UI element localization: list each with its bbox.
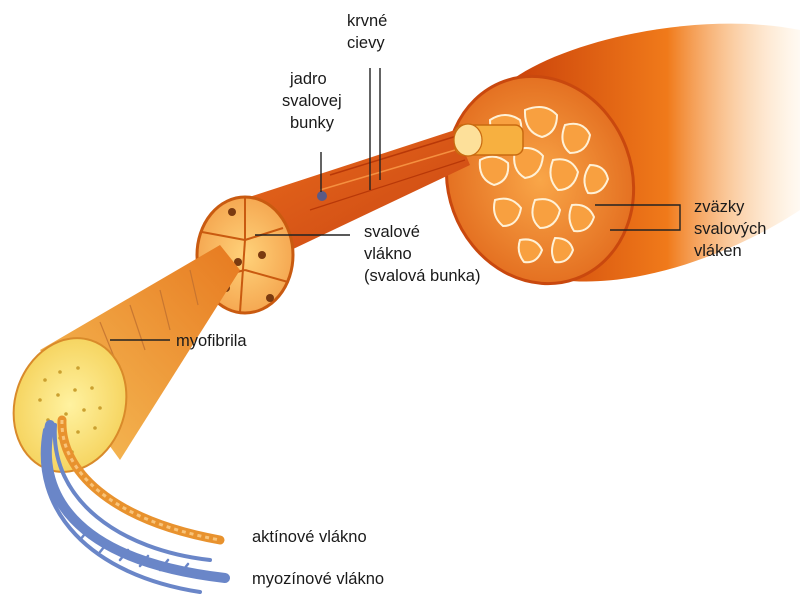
myofibril <box>0 245 240 487</box>
label-myosin: myozínové vlákno <box>252 570 384 588</box>
label-blood-vessels: krvné cievy <box>347 12 392 52</box>
nucleus-dot <box>317 191 327 201</box>
small-fiber-bundle <box>454 124 523 156</box>
label-myofibril: myofibrila <box>176 332 247 350</box>
label-nucleus: jadro svalovej bunky <box>282 70 346 132</box>
label-actin: aktínové vlákno <box>252 528 367 546</box>
